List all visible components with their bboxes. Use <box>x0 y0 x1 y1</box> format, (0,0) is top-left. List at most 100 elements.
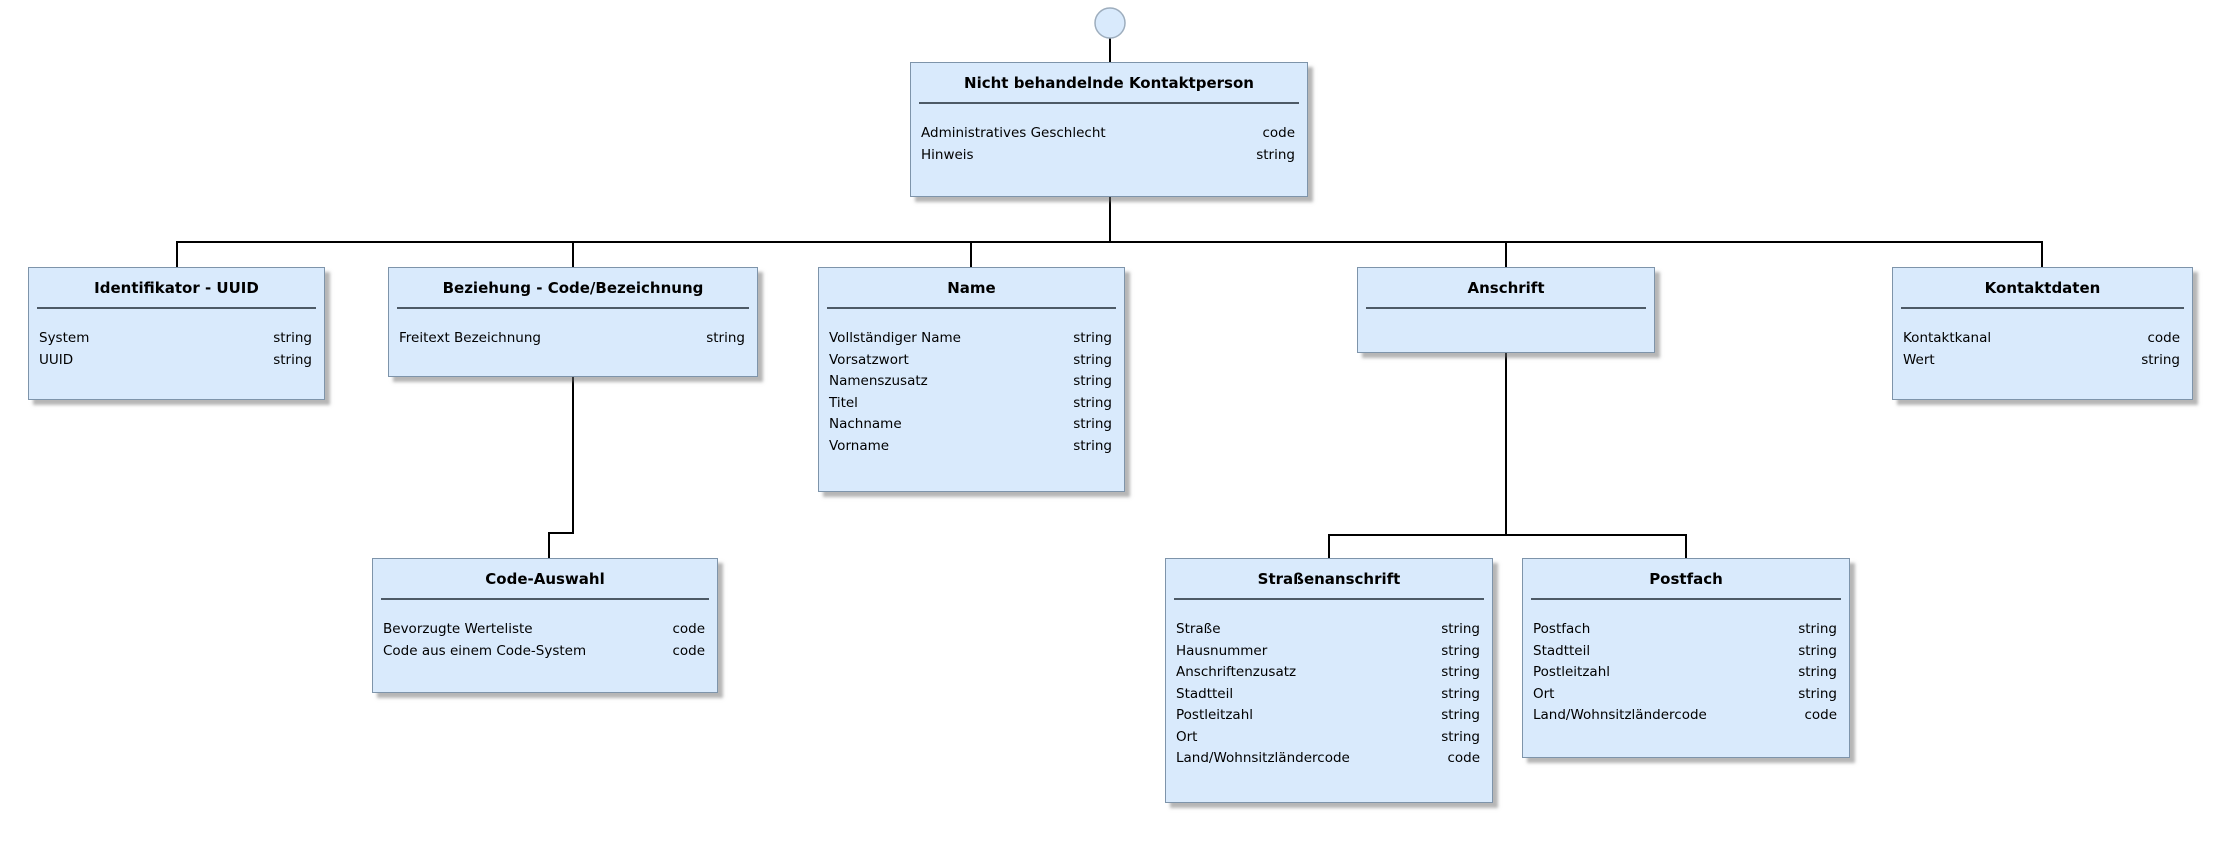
attribute-name: Hausnummer <box>1176 642 1268 659</box>
attribute-name: Namenszusatz <box>829 373 928 389</box>
attribute-type: string <box>1441 685 1480 702</box>
attribute-name: Stadtteil <box>1533 642 1591 659</box>
attribute-type: string <box>1441 707 1480 723</box>
attribute-name: Kontaktkanal <box>1903 330 1992 346</box>
attribute-row: Land/Wohnsitzländercode code <box>1533 705 1837 727</box>
entity-box-identifikator-uuid: Identifikator - UUID System string UUID … <box>28 267 325 400</box>
entity-title: Nicht behandelnde Kontaktperson <box>964 73 1254 92</box>
attribute-type: string <box>273 351 312 368</box>
attribute-row: Kontaktkanal code <box>1903 328 2180 350</box>
entity-title: Name <box>947 278 996 297</box>
attribute-name: System <box>39 330 90 346</box>
attribute-name: UUID <box>39 351 74 368</box>
attribute-row: Titel string <box>829 393 1112 415</box>
title-separator <box>827 307 1116 309</box>
entity-title: Identifikator - UUID <box>94 278 259 297</box>
attribute-name: Straße <box>1176 621 1221 637</box>
attribute-row: Nachname string <box>829 414 1112 436</box>
entity-title: Postfach <box>1649 569 1723 588</box>
attribute-type: string <box>1798 664 1837 680</box>
attribute-row: Postleitzahl string <box>1176 705 1480 727</box>
attribute-list <box>1358 309 1654 328</box>
entity-box-name: Name Vollständiger Name string Vorsatzwo… <box>818 267 1125 492</box>
attribute-row: Vollständiger Name string <box>829 328 1112 350</box>
attribute-name: Vollständiger Name <box>829 330 961 346</box>
attribute-row: Hausnummer string <box>1176 641 1480 663</box>
attribute-type: string <box>706 330 745 346</box>
attribute-list: Administratives Geschlecht code Hinweis … <box>911 104 1307 166</box>
attribute-name: Ort <box>1176 728 1198 745</box>
attribute-type: string <box>1256 146 1295 163</box>
attribute-row: Anschriftenzusatz string <box>1176 662 1480 684</box>
attribute-row: Stadtteil string <box>1176 684 1480 706</box>
attribute-type: string <box>1073 394 1112 411</box>
entity-title: Beziehung - Code/Bezeichnung <box>442 278 704 297</box>
attribute-list: Bevorzugte Werteliste code Code aus eine… <box>373 600 717 662</box>
attribute-row: Code aus einem Code-System code <box>383 641 705 663</box>
entity-box-code-auswahl: Code-Auswahl Bevorzugte Werteliste code … <box>372 558 718 693</box>
attribute-type: code <box>1262 125 1295 141</box>
entity-box-postfach: Postfach Postfach string Stadtteil strin… <box>1522 558 1850 758</box>
title-separator <box>1366 307 1646 309</box>
attribute-row: System string <box>39 328 312 350</box>
attribute-name: Ort <box>1533 685 1555 702</box>
attribute-row: Postfach string <box>1533 619 1837 641</box>
attribute-type: string <box>1441 621 1480 637</box>
attribute-type: code <box>672 621 705 637</box>
attribute-type: code <box>2147 330 2180 346</box>
attribute-row: Wert string <box>1903 350 2180 372</box>
attribute-name: Vorname <box>829 437 890 454</box>
attribute-list: Postfach string Stadtteil string Postlei… <box>1523 600 1849 727</box>
attribute-name: Administratives Geschlecht <box>921 125 1106 141</box>
attribute-row: Ort string <box>1176 727 1480 749</box>
attribute-name: Freitext Bezeichnung <box>399 330 541 346</box>
attribute-list: Freitext Bezeichnung string <box>389 309 757 350</box>
attribute-row: Ort string <box>1533 684 1837 706</box>
interface-circle <box>1094 7 1126 39</box>
attribute-row: UUID string <box>39 350 312 372</box>
title-separator <box>381 598 709 600</box>
attribute-type: string <box>1073 351 1112 368</box>
entity-box-anschrift: Anschrift <box>1357 267 1655 353</box>
attribute-type: string <box>1798 621 1837 637</box>
attribute-name: Bevorzugte Werteliste <box>383 621 533 637</box>
attribute-name: Anschriftenzusatz <box>1176 664 1297 680</box>
entity-title: Anschrift <box>1467 278 1545 297</box>
attribute-name: Nachname <box>829 416 902 432</box>
title-separator <box>1174 598 1484 600</box>
attribute-type: code <box>1447 750 1480 766</box>
entity-title: Straßenanschrift <box>1257 569 1401 588</box>
attribute-list: Vollständiger Name string Vorsatzwort st… <box>819 309 1124 457</box>
attribute-type: string <box>1441 728 1480 745</box>
title-separator <box>37 307 316 309</box>
attribute-name: Land/Wohnsitzländercode <box>1533 707 1707 723</box>
attribute-list: System string UUID string <box>29 309 324 371</box>
attribute-name: Land/Wohnsitzländercode <box>1176 750 1350 766</box>
attribute-type: string <box>2141 351 2180 368</box>
attribute-row: Vorsatzwort string <box>829 350 1112 372</box>
attribute-type: string <box>1073 330 1112 346</box>
attribute-row: Bevorzugte Werteliste code <box>383 619 705 641</box>
attribute-type: string <box>273 330 312 346</box>
attribute-type: string <box>1798 642 1837 659</box>
title-separator <box>919 102 1299 104</box>
attribute-type: string <box>1073 373 1112 389</box>
attribute-name: Code aus einem Code-System <box>383 642 587 659</box>
title-separator <box>1901 307 2184 309</box>
attribute-list: Kontaktkanal code Wert string <box>1893 309 2192 371</box>
attribute-type: string <box>1798 685 1837 702</box>
entity-box-nicht-behandelnde-kontaktperson: Nicht behandelnde Kontaktperson Administ… <box>910 62 1308 197</box>
attribute-type: string <box>1073 416 1112 432</box>
attribute-row: Vorname string <box>829 436 1112 458</box>
attribute-type: string <box>1441 642 1480 659</box>
attribute-name: Vorsatzwort <box>829 351 909 368</box>
attribute-row: Hinweis string <box>921 145 1295 167</box>
attribute-name: Postleitzahl <box>1176 707 1254 723</box>
attribute-name: Hinweis <box>921 146 974 163</box>
attribute-type: code <box>1804 707 1837 723</box>
title-separator <box>397 307 749 309</box>
attribute-name: Titel <box>829 394 858 411</box>
entity-box-beziehung-code-bezeichnung: Beziehung - Code/Bezeichnung Freitext Be… <box>388 267 758 377</box>
